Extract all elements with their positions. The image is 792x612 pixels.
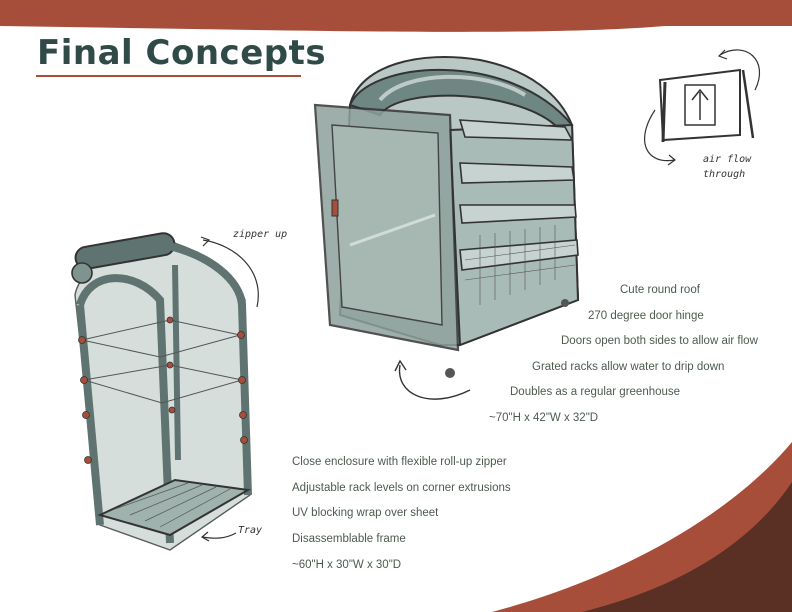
top-accent-band [0, 0, 792, 26]
feature-note: Cute round roof [620, 284, 700, 296]
dimension-note: ~60"H x 30"W x 30"D [292, 559, 402, 571]
large-greenhouse-cabinet-sketch [313, 56, 580, 378]
feature-note: Grated racks allow water to drip down [532, 361, 725, 373]
small-rollup-greenhouse-sketch [71, 232, 252, 551]
page-title: Final Concepts [37, 33, 327, 73]
corner-swoosh-decoration [492, 442, 792, 612]
feature-note: UV blocking wrap over sheet [292, 507, 439, 519]
title-underline [36, 75, 301, 77]
zipper-up-label: zipper up [233, 229, 287, 240]
feature-note: Adjustable rack levels on corner extrusi… [292, 482, 511, 494]
feature-note: Doubles as a regular greenhouse [510, 386, 681, 398]
feature-note: Disassemblable frame [292, 533, 406, 545]
dimension-note: ~70"H x 42"W x 32"D [489, 412, 599, 424]
feature-note: Close enclosure with flexible roll-up zi… [292, 456, 507, 468]
tray-label: Tray [238, 525, 262, 536]
airflow-label-line1: air flow [703, 154, 752, 165]
tray-annotation: Tray [200, 525, 262, 542]
zipper-annotation: zipper up [200, 229, 287, 308]
airflow-label-line2: through [703, 169, 745, 180]
feature-note: 270 degree door hinge [588, 310, 704, 322]
airflow-diagram-sketch: air flow through [644, 49, 761, 180]
feature-note: Doors open both sides to allow air flow [561, 335, 758, 347]
door-hinge-arrow [394, 359, 471, 400]
